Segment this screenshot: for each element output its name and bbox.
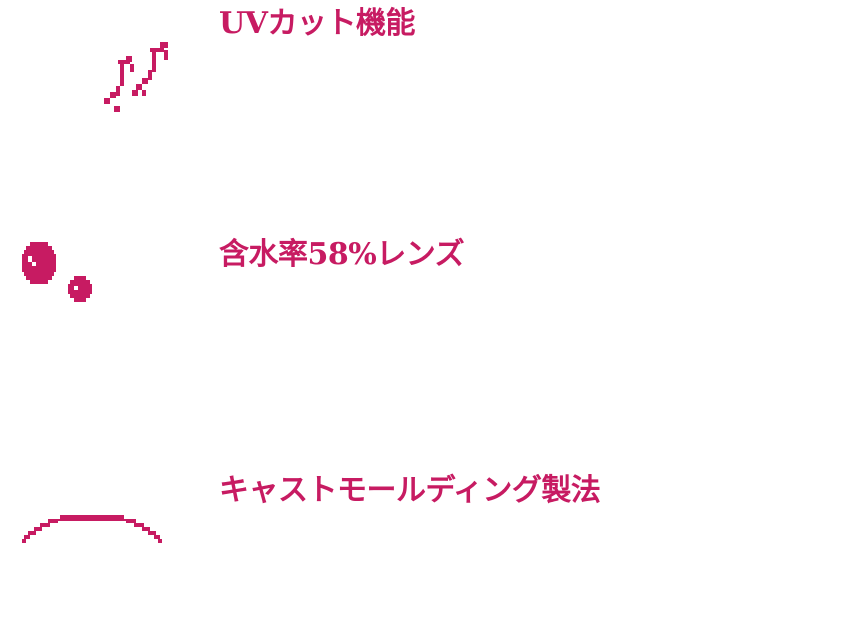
feature-title: キャストモールディング製法 xyxy=(219,473,601,508)
feature-title: 含水率58%レンズ xyxy=(219,237,465,272)
feature-water-content: 含水率58%レンズ xyxy=(0,200,854,440)
uv-arrows-icon xyxy=(104,42,168,112)
feature-cast-molding: キャストモールディング製法 xyxy=(0,440,854,619)
water-droplets-icon xyxy=(22,242,92,302)
feature-uv-cut: UVカット機能 xyxy=(0,0,854,200)
lens-curve-icon xyxy=(22,515,162,543)
feature-title: UVカット機能 xyxy=(219,6,415,41)
